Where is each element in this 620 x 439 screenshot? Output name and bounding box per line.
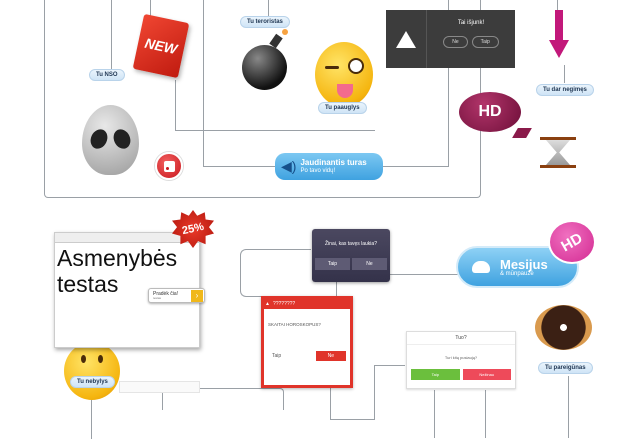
donut-icon bbox=[535, 305, 592, 350]
text-input[interactable] bbox=[119, 381, 200, 393]
label-tu-paauglys: Tu paauglys bbox=[318, 102, 367, 114]
connector bbox=[564, 65, 565, 83]
connector bbox=[150, 0, 151, 18]
new-text: NEW bbox=[143, 34, 179, 58]
light-yes-button[interactable]: Taip bbox=[411, 369, 460, 380]
chevron-right-icon: › bbox=[191, 289, 203, 302]
connector bbox=[111, 0, 112, 72]
dark-dialog-question: Žinai, kas tavęs laukia? bbox=[325, 241, 377, 247]
cloud-button-subtitle: & mūnpauzė bbox=[500, 270, 534, 277]
light-dialog: Tuo? Turi kitą pusiaują? Taip Nežinau bbox=[406, 331, 516, 389]
label-tu-dar-negimes: Tu dar negimęs bbox=[536, 84, 594, 96]
light-dialog-title: Tuo? bbox=[407, 332, 515, 345]
connector bbox=[434, 390, 435, 438]
red-yes-button[interactable]: Taip bbox=[272, 353, 282, 359]
hd-sticker: HD bbox=[548, 220, 596, 264]
window-toolbar bbox=[55, 233, 199, 243]
hd-sticker-text: HD bbox=[558, 229, 586, 255]
connector bbox=[91, 387, 92, 439]
warning-icon bbox=[386, 10, 427, 68]
alien-icon bbox=[82, 105, 139, 175]
rss-button[interactable] bbox=[155, 152, 183, 180]
discount-text: 25% bbox=[180, 220, 206, 238]
red-dialog-title: ???????? bbox=[272, 300, 296, 307]
connector bbox=[390, 274, 460, 275]
sound-tour-subtitle: Po tavo vidų! bbox=[300, 167, 336, 174]
down-arrow-icon bbox=[549, 10, 569, 60]
red-dialog-question: SKAITAI HOROSKOPUS? bbox=[268, 322, 321, 327]
warning-yes-button[interactable]: Taip bbox=[471, 36, 499, 48]
warning-no-button[interactable]: Ne bbox=[443, 36, 468, 48]
dark-yes-button[interactable]: Taip bbox=[315, 258, 350, 270]
test-title-1: Asmenybės bbox=[57, 245, 178, 271]
cloud-button-title: Mesijus bbox=[500, 256, 548, 272]
speaker-icon: ◀) bbox=[281, 158, 297, 174]
connector bbox=[175, 80, 375, 131]
sound-tour-title: Jaudinantis turas bbox=[300, 158, 367, 168]
connector bbox=[557, 0, 558, 12]
neutral-face-emoji bbox=[64, 342, 120, 400]
hd-text: HD bbox=[478, 103, 502, 120]
start-here-button[interactable]: Pradėk čia! testas › bbox=[148, 288, 205, 303]
label-tu-nebylys: Tu nebylys bbox=[70, 376, 115, 388]
connector bbox=[268, 0, 269, 17]
hd-speech-bubble: HD bbox=[459, 92, 532, 138]
connector bbox=[568, 376, 569, 438]
label-tu-pareigunas: Tu pareigūnas bbox=[538, 362, 593, 374]
start-here-sub: testas bbox=[153, 295, 162, 300]
dark-dialog: Žinai, kas tavęs laukia? Taip Ne bbox=[312, 229, 390, 282]
start-here-label: Pradėk čia! bbox=[153, 290, 179, 297]
winking-tongue-emoji bbox=[315, 42, 373, 107]
connector bbox=[330, 388, 374, 420]
connector bbox=[485, 390, 486, 438]
cloud-upload-icon bbox=[472, 261, 490, 273]
test-title-2: testas bbox=[57, 271, 119, 297]
bomb-icon bbox=[242, 29, 288, 90]
light-dialog-question: Turi kitą pusiaują? bbox=[444, 355, 478, 360]
warning-dialog-title: Tai išjunk! bbox=[457, 20, 485, 26]
connector bbox=[336, 282, 337, 296]
label-tu-teroristas: Tu teroristas bbox=[240, 16, 290, 28]
hourglass-icon bbox=[540, 137, 576, 168]
red-no-button[interactable]: Ne bbox=[315, 351, 346, 361]
sound-tour-button[interactable]: ◀) Jaudinantis turas Po tavo vidų! bbox=[275, 153, 383, 180]
label-tu-nso: Tu NSO bbox=[89, 69, 125, 81]
light-no-button[interactable]: Nežinau bbox=[462, 369, 511, 380]
warning-dialog: Tai išjunk! Ne Taip bbox=[386, 10, 515, 68]
connector bbox=[240, 249, 311, 297]
dark-no-button[interactable]: Ne bbox=[352, 258, 387, 270]
red-dialog: ▲ ???????? SKAITAI HOROSKOPUS? Taip Ne bbox=[261, 296, 353, 388]
connector bbox=[374, 365, 405, 420]
warning-icon: ▲ bbox=[265, 300, 270, 307]
rss-icon bbox=[163, 160, 175, 172]
